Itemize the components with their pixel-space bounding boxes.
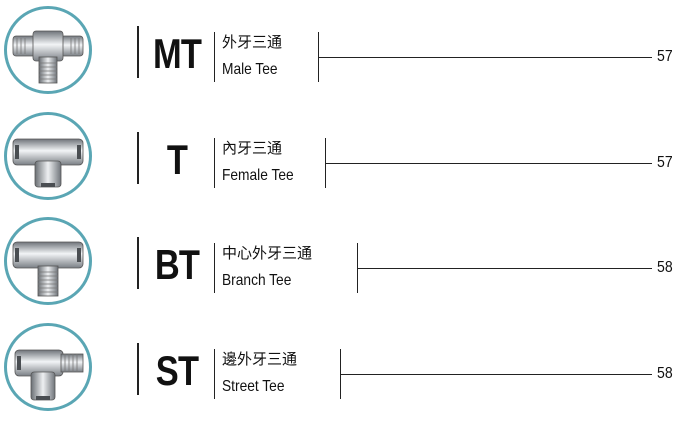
chinese-name: 中心外牙三通	[222, 245, 313, 262]
label-divider	[214, 32, 215, 82]
product-image-frame	[4, 323, 92, 411]
separator-bar	[137, 132, 139, 184]
english-name: Branch Tee	[222, 272, 292, 289]
chinese-name: 邊外牙三通	[222, 351, 298, 368]
product-code: BT	[154, 241, 200, 288]
product-code: ST	[155, 347, 199, 394]
chinese-name: 外牙三通	[222, 34, 283, 51]
catalog-row-branch-tee: BT 中心外牙三通 Branch Tee 58	[0, 217, 684, 317]
product-code: MT	[152, 30, 202, 77]
catalog-row-male-tee: MT 外牙三通 Male Tee 57	[0, 6, 684, 106]
label-divider	[214, 138, 215, 188]
product-image-frame	[4, 217, 92, 305]
catalog-row-female-tee: T 內牙三通 Female Tee 57	[0, 112, 684, 212]
leader-line	[340, 374, 652, 375]
label-divider	[214, 349, 215, 399]
branch-tee-fitting-icon	[12, 241, 84, 297]
label-divider	[214, 243, 215, 293]
leader-line	[357, 268, 652, 269]
separator-bar	[137, 237, 139, 289]
chinese-name: 內牙三通	[222, 140, 283, 157]
page-number: 58	[657, 259, 673, 276]
english-name: Street Tee	[222, 378, 285, 395]
catalog-row-street-tee: ST 邊外牙三通 Street Tee 58	[0, 323, 684, 423]
product-image-frame	[4, 112, 92, 200]
leader-line	[318, 57, 652, 58]
separator-bar	[137, 343, 139, 395]
male-tee-fitting-icon	[12, 30, 84, 84]
page-number: 57	[657, 48, 673, 65]
product-image-frame	[4, 6, 92, 94]
street-tee-fitting-icon	[14, 349, 84, 401]
female-tee-fitting-icon	[12, 138, 84, 188]
page-number: 57	[657, 154, 673, 171]
english-name: Female Tee	[222, 167, 294, 184]
product-code: T	[166, 136, 188, 183]
page-number: 58	[657, 365, 673, 382]
leader-line	[325, 163, 652, 164]
separator-bar	[137, 26, 139, 78]
english-name: Male Tee	[222, 61, 278, 78]
